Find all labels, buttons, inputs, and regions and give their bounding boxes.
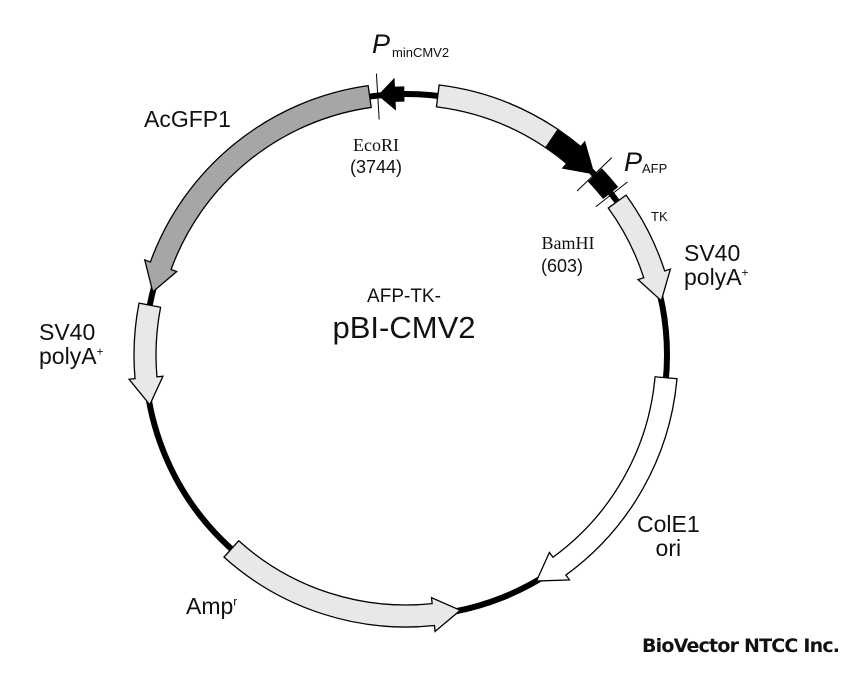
pmincmv2-label-main: P bbox=[372, 29, 391, 59]
cole1-label: ColE1 ori bbox=[637, 512, 700, 560]
ampr-label: Ampr bbox=[186, 594, 237, 618]
pafp-label-sub: AFP bbox=[642, 161, 668, 176]
features bbox=[127, 73, 678, 633]
bamhi-site-tick bbox=[576, 157, 613, 192]
ecori-site-name: EcoRI bbox=[353, 135, 399, 155]
pmincmv2-label-sub: minCMV2 bbox=[392, 45, 450, 60]
sv40-left-label: SV40 polyA+ bbox=[39, 320, 104, 368]
tk-label: TK bbox=[651, 209, 668, 224]
ecori-site-tick bbox=[375, 73, 380, 120]
brand-footer: BioVector NTCC Inc. bbox=[642, 635, 840, 657]
sv40-right-label-sup: + bbox=[741, 265, 749, 280]
sv40-left-label-line2: polyA bbox=[39, 343, 97, 370]
pafp-promoter-arrow bbox=[544, 128, 595, 175]
cole1-label-line2: ori bbox=[655, 535, 682, 562]
sv40-right-label-line1: SV40 bbox=[684, 240, 741, 266]
feature-arc-top-light bbox=[435, 84, 560, 149]
plasmid-title: pBI-CMV2 bbox=[332, 310, 476, 345]
acgfp1-arrow bbox=[143, 84, 372, 294]
ampr-arrow bbox=[223, 539, 462, 633]
sv40-right-label-line2: polyA bbox=[684, 264, 742, 291]
ecori-site-position: (3744) bbox=[349, 157, 403, 177]
plasmid-subtitle: AFP-TK- bbox=[367, 286, 441, 307]
bamhi-site-name: BamHI bbox=[541, 233, 595, 253]
ampr-label-sup: r bbox=[233, 594, 238, 609]
ampr-label-main: Amp bbox=[186, 593, 234, 619]
sv40-left-label-sup: + bbox=[96, 344, 104, 359]
cole1-ori-arrow bbox=[535, 376, 678, 582]
pafp-label: PAFP bbox=[624, 148, 667, 176]
sv40-left-polya-arrow bbox=[127, 302, 164, 407]
tk-gene-box bbox=[587, 168, 619, 200]
sv40-right-label: SV40 polyA+ bbox=[684, 241, 749, 289]
pmincmv2-promoter-arrow bbox=[377, 77, 405, 111]
pafp-label-main: P bbox=[624, 147, 643, 177]
acgfp1-label: AcGFP1 bbox=[144, 106, 231, 132]
sv40-right-polya-arrow bbox=[607, 194, 672, 302]
bamhi-site-position: (603) bbox=[540, 256, 584, 276]
sv40-left-label-line1: SV40 bbox=[39, 319, 96, 345]
tk-boundary-tick bbox=[595, 181, 628, 208]
cole1-label-line1: ColE1 bbox=[637, 511, 700, 537]
